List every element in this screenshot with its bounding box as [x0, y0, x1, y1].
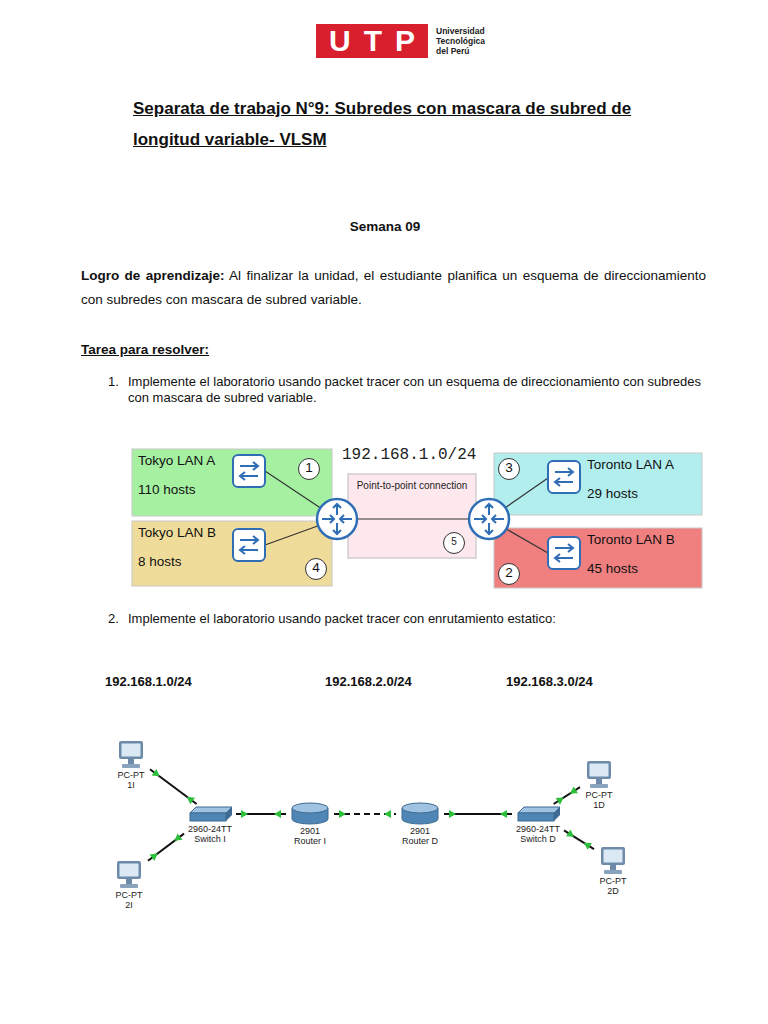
switch-icon	[518, 807, 560, 821]
list-item-text: Implemente el laboratorio usando packet …	[128, 611, 703, 627]
switch-icon	[190, 807, 232, 821]
box-heading: Tokyo LAN B	[138, 524, 332, 541]
switch-icon	[548, 461, 580, 493]
lan-fill	[494, 528, 702, 588]
pc-icon	[587, 761, 611, 788]
lan-box: Tokyo LAN B 8 hosts4	[132, 521, 332, 586]
lan-box: Toronto LAN B 45 hosts 2	[494, 528, 702, 588]
callout-number: 5	[444, 533, 464, 548]
device-label: 2901 Router I	[288, 826, 332, 846]
objective-paragraph: Logro de aprendizaje: Al finalizar la un…	[81, 264, 706, 312]
link-light	[274, 810, 281, 818]
box-body: 110 hosts	[138, 481, 332, 498]
pc-device: PC-PT 2I	[110, 860, 148, 912]
network-cable	[148, 834, 184, 861]
university-name: Universidad Tecnológica del Perú	[436, 26, 494, 56]
link-light	[241, 810, 248, 818]
link-light	[584, 843, 592, 850]
callout-number: 2	[498, 563, 520, 585]
pc-device: PC-PT 2D	[594, 846, 632, 898]
logo-letters: UTP	[316, 24, 428, 58]
router-icon	[292, 803, 328, 824]
link-light	[566, 830, 574, 837]
pc-device: PC-PT 1I	[112, 740, 150, 792]
list-item-text: Implemente el laboratorio usando packet …	[128, 374, 703, 406]
box-body: 29 hosts	[587, 485, 702, 502]
device-label: 2960-24TT Switch D	[514, 824, 562, 844]
network-links	[265, 471, 548, 553]
link-light	[339, 810, 346, 818]
callout-number: 2	[499, 564, 519, 581]
box-heading: Point-to-point connection	[348, 477, 476, 492]
lan-fill	[132, 449, 332, 516]
pc-icon	[601, 847, 625, 874]
box-heading: Toronto LAN A	[587, 456, 702, 473]
list-number: 2.	[108, 611, 119, 627]
page-title: Separata de trabajo N°9: Subredes con ma…	[133, 93, 681, 155]
router-icon	[402, 803, 438, 824]
network-address: 192.168.2.0/24	[325, 674, 412, 689]
lan-fill	[132, 521, 332, 586]
callout-number: 5	[443, 532, 465, 554]
callout-number: 3	[499, 459, 519, 476]
network-address: 192.168.1.0/24	[105, 674, 192, 689]
logo-block	[316, 24, 428, 58]
network-cable	[554, 787, 580, 804]
network-cable	[564, 830, 594, 849]
device-label: PC-PT 1D	[582, 790, 616, 810]
switch-device: 2960-24TT Switch I	[184, 804, 236, 846]
lan-box: Tokyo LAN A110 hosts1	[132, 449, 332, 516]
router-device: 2901 Router I	[286, 802, 334, 848]
network-address: 192.168.3.0/24	[506, 674, 593, 689]
network-address: 192.168.1.0/24	[342, 446, 476, 464]
link-light	[556, 798, 564, 805]
box-heading: Toronto LAN B	[587, 531, 702, 548]
switch-icon	[233, 529, 265, 561]
link-light	[152, 769, 160, 776]
callout-number: 4	[306, 559, 326, 576]
bold-lead: Logro de aprendizaje:	[81, 268, 224, 283]
switch-icon	[233, 455, 265, 487]
link-light	[449, 810, 456, 818]
switch-device: 2960-24TT Switch D	[512, 804, 564, 846]
router-device: 2901 Router D	[396, 802, 444, 848]
device-label: PC-PT 2D	[596, 876, 630, 896]
link-box: Point-to-point connection 5	[348, 474, 476, 558]
link-light	[384, 810, 391, 818]
device-label: PC-PT 1I	[114, 770, 148, 790]
lan-box: Toronto LAN A 29 hosts 3	[494, 453, 702, 515]
switch-icon	[548, 537, 580, 569]
link-light	[187, 797, 195, 804]
link-light	[500, 810, 507, 818]
p2p-fill	[348, 474, 476, 558]
box-body: 8 hosts	[138, 553, 332, 570]
pc-icon	[117, 861, 141, 888]
link-light	[570, 786, 578, 793]
router-icon	[317, 499, 357, 539]
callout-number: 1	[299, 459, 319, 476]
lan-fill	[494, 453, 702, 515]
box-body: 45 hosts	[587, 560, 702, 577]
callout-number: 4	[305, 558, 327, 580]
callout-number: 3	[498, 458, 520, 480]
device-label: 2960-24TT Switch I	[186, 824, 234, 844]
callout-number: 1	[298, 458, 320, 480]
pc-icon	[119, 741, 143, 768]
device-label: PC-PT 2I	[112, 890, 146, 910]
week-heading: Semana 09	[300, 219, 470, 234]
section-heading: Tarea para resolver:	[81, 342, 209, 357]
link-light	[150, 853, 158, 860]
list-number: 1.	[108, 374, 119, 390]
pc-device: PC-PT 1D	[580, 760, 618, 812]
link-light	[174, 833, 182, 840]
router-icon	[469, 499, 509, 539]
network-cable	[150, 769, 197, 804]
device-label: 2901 Router D	[398, 826, 442, 846]
